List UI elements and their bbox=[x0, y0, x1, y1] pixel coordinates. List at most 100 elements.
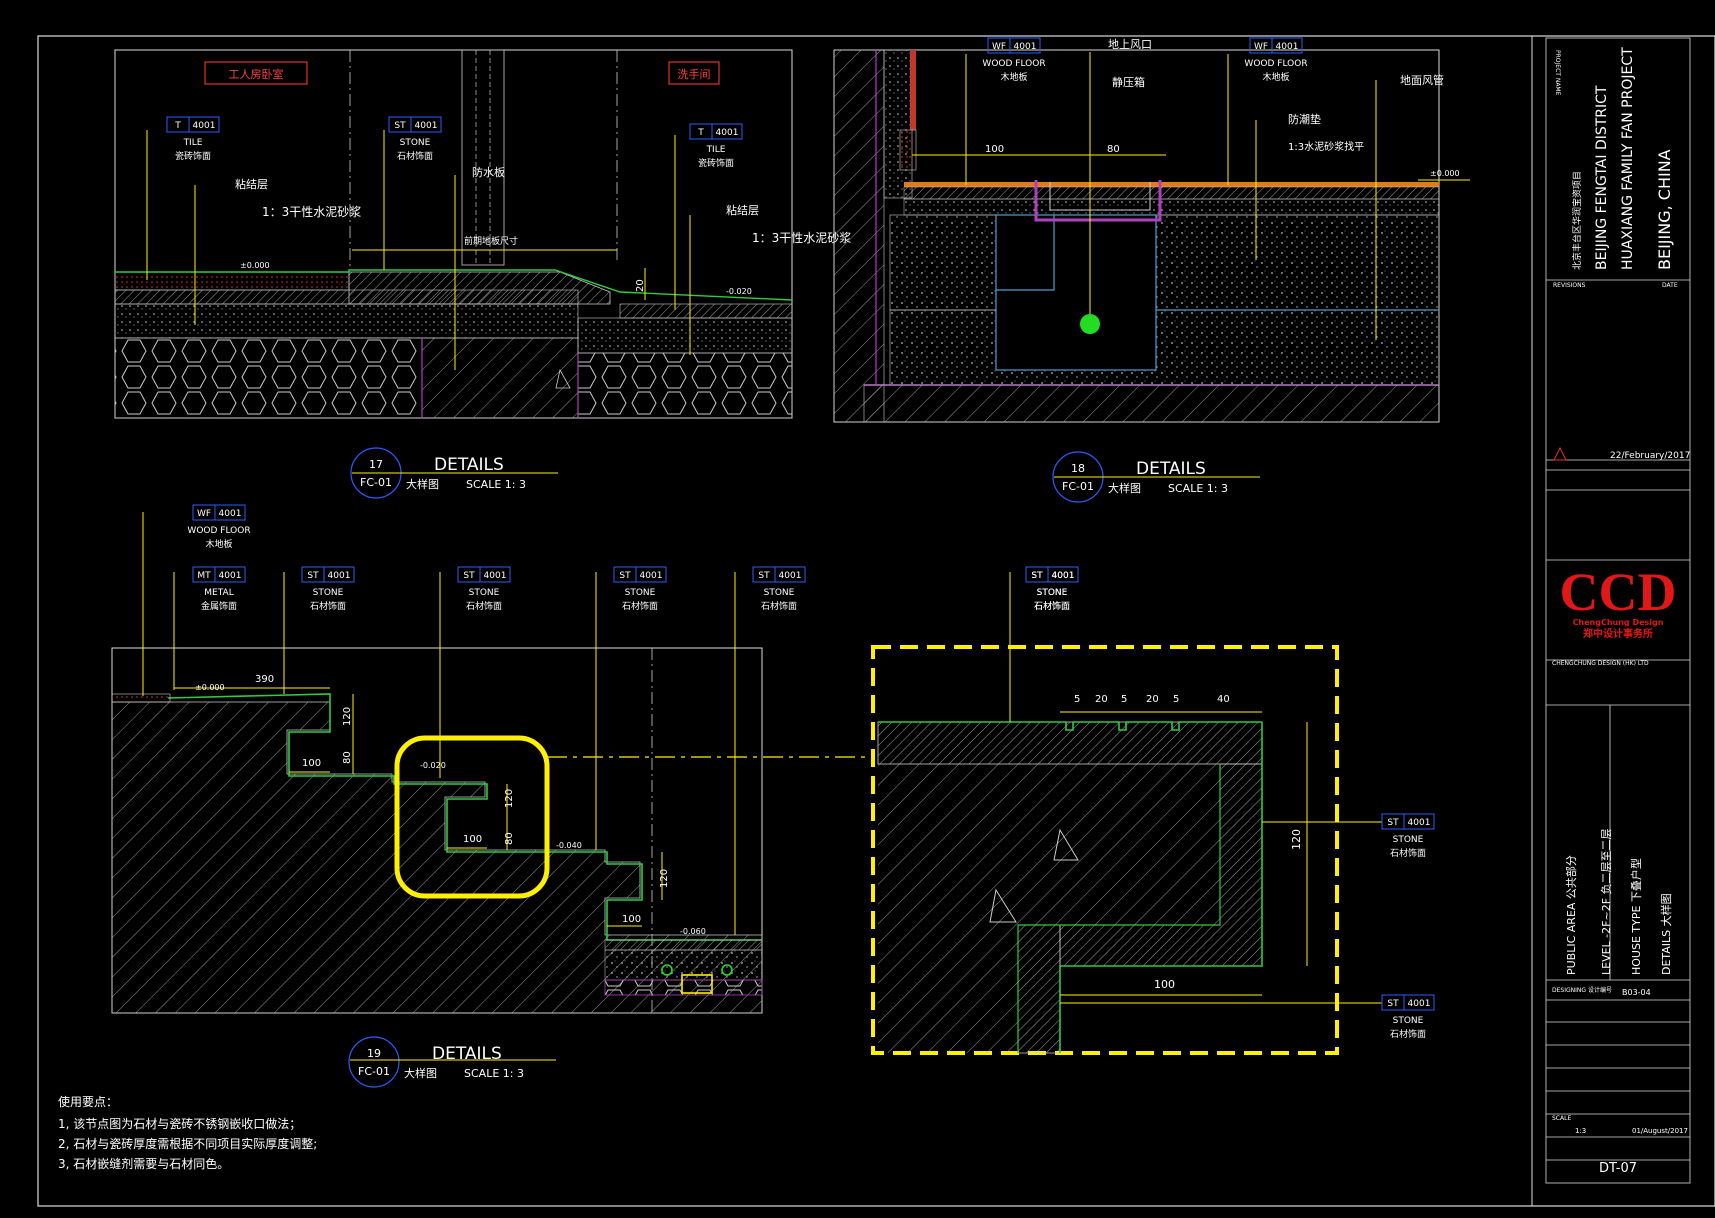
tag-material-en: TILE bbox=[183, 138, 203, 148]
tag-material-cn: 石材饰面 bbox=[310, 600, 346, 612]
tag-material-cn: 石材饰面 bbox=[1034, 600, 1070, 612]
level-mark: ±0.000 bbox=[1430, 169, 1460, 178]
tag-material-cn: 木地板 bbox=[1000, 71, 1027, 83]
detail-number: 19 bbox=[367, 1047, 381, 1060]
detail-18 bbox=[833, 49, 1470, 503]
title-block-lines bbox=[1545, 37, 1691, 1184]
tag-code: MT bbox=[197, 571, 211, 581]
dimension: 20 bbox=[1095, 694, 1108, 705]
drawing-house: HOUSE TYPE 下叠户型 bbox=[1629, 858, 1643, 975]
detail-sheet: FC-01 bbox=[358, 1065, 390, 1078]
company-name: CHENGCHUNG DESIGN (HK) LTD bbox=[1552, 660, 1649, 667]
tag-number: 4001 bbox=[1052, 571, 1075, 581]
level-mark: -0.060 bbox=[680, 927, 706, 936]
dimension: 100 bbox=[1154, 978, 1175, 991]
dimension: 40 bbox=[1217, 694, 1230, 705]
project-cn: 北京丰台区华润宝资项目 bbox=[1571, 171, 1583, 270]
tag-material-en: METAL bbox=[204, 588, 233, 598]
dimension: 120 bbox=[1290, 829, 1303, 850]
material-tag bbox=[388, 116, 442, 133]
tag-number: 4001 bbox=[1408, 818, 1431, 828]
callout: 静压箱 bbox=[1112, 75, 1145, 89]
callout: 前期地板尺寸 bbox=[464, 235, 518, 247]
level-mark: ±0.000 bbox=[195, 683, 225, 692]
material-tag bbox=[1249, 37, 1303, 54]
date-label: DATE bbox=[1662, 282, 1678, 289]
dimension: 80 bbox=[504, 832, 515, 845]
dimension: 120 bbox=[342, 707, 353, 726]
revisions-label: REVISIONS bbox=[1553, 282, 1586, 289]
plot-date: 01/August/2017 bbox=[1632, 1127, 1688, 1135]
tag-material-en: WOOD FLOOR bbox=[982, 59, 1045, 69]
dimension: 100 bbox=[302, 758, 321, 769]
callout: 粘结层 bbox=[726, 203, 759, 217]
tag-material-cn: 石材饰面 bbox=[1390, 847, 1426, 859]
tag-code: ST bbox=[1387, 999, 1399, 1009]
detail-number: 18 bbox=[1071, 462, 1085, 475]
tag-code: T bbox=[697, 128, 704, 138]
tag-number: 4001 bbox=[1052, 571, 1075, 581]
tag-number: 4001 bbox=[219, 509, 242, 519]
tag-material-en: STONE bbox=[1037, 588, 1068, 598]
tag-code: ST bbox=[1031, 571, 1043, 581]
project-name-label: PROJECT NAME bbox=[1554, 50, 1561, 96]
callout: 防水板 bbox=[472, 165, 505, 179]
tag-material-cn: 瓷砖饰面 bbox=[698, 157, 734, 169]
dimension: 390 bbox=[255, 674, 274, 685]
callout: 1:3水泥砂浆找平 bbox=[1288, 140, 1364, 153]
tag-material-en: STONE bbox=[1393, 835, 1424, 845]
detail-19 bbox=[111, 512, 870, 1088]
issue-date: 22/February/2017 bbox=[1610, 451, 1690, 461]
note-line: 3, 石材嵌缝剂需要与石材同色。 bbox=[58, 1156, 229, 1171]
ccd-logo: CCD bbox=[1560, 562, 1677, 622]
detail-cn: 大样图 bbox=[1108, 481, 1141, 495]
material-tag bbox=[987, 37, 1041, 54]
tag-code: WF bbox=[1254, 42, 1268, 52]
detail-scale: SCALE 1: 3 bbox=[1168, 482, 1228, 495]
scale-label: SCALE bbox=[1552, 1115, 1571, 1122]
level-mark: -0.020 bbox=[726, 287, 752, 296]
tag-material-cn: 木地板 bbox=[205, 538, 232, 550]
tag-code: T bbox=[174, 121, 181, 131]
drawing-code: B03-04 bbox=[1622, 988, 1651, 997]
detail-label: DETAILS bbox=[434, 455, 504, 475]
material-tag bbox=[1381, 994, 1435, 1011]
callout: 1：3干性水泥砂浆 bbox=[262, 204, 361, 219]
note-line: 1, 该节点图为石材与瓷砖不锈钢嵌收口做法； bbox=[58, 1116, 301, 1131]
dimension: 20 bbox=[1146, 694, 1159, 705]
material-tag bbox=[1381, 813, 1435, 830]
callout: 1：3干性水泥砂浆 bbox=[752, 230, 851, 245]
drawing-number: DT-07 bbox=[1599, 1161, 1637, 1176]
level-mark: -0.040 bbox=[556, 841, 582, 850]
tag-code: WF bbox=[197, 509, 211, 519]
detail-scale: SCALE 1: 3 bbox=[464, 1067, 524, 1080]
dimension: 5 bbox=[1173, 694, 1179, 705]
material-tag bbox=[457, 566, 511, 583]
room-label: 工人房卧室 bbox=[229, 67, 284, 81]
dimension: 120 bbox=[504, 789, 515, 808]
tag-material-cn: 石材饰面 bbox=[397, 150, 433, 162]
detail-sheet: FC-01 bbox=[360, 476, 392, 489]
tag-number: 4001 bbox=[415, 121, 438, 131]
detail-label: DETAILS bbox=[432, 1044, 502, 1064]
tag-code: WF bbox=[992, 42, 1006, 52]
material-tag bbox=[301, 566, 355, 583]
tag-code: ST bbox=[619, 571, 631, 581]
tag-number: 4001 bbox=[328, 571, 351, 581]
tag-code: ST bbox=[1031, 571, 1043, 581]
detail-label: DETAILS bbox=[1136, 459, 1206, 479]
tag-number: 4001 bbox=[779, 571, 802, 581]
detail-zoom bbox=[871, 572, 1382, 1055]
callout: 地面风管 bbox=[1400, 73, 1444, 87]
material-tag bbox=[689, 123, 743, 140]
tag-material-cn: 石材饰面 bbox=[466, 600, 502, 612]
scale-value: 1:3 bbox=[1575, 1127, 1586, 1135]
material-tag bbox=[166, 116, 220, 133]
dimension: 120 bbox=[659, 869, 670, 888]
drawing-details: DETAILS 大样图 bbox=[1659, 893, 1673, 975]
detail-scale: SCALE 1: 3 bbox=[466, 478, 526, 491]
material-tag bbox=[752, 566, 806, 583]
callout: 防潮垫 bbox=[1288, 112, 1321, 126]
tag-material-en: STONE bbox=[764, 588, 795, 598]
tag-number: 4001 bbox=[1408, 999, 1431, 1009]
